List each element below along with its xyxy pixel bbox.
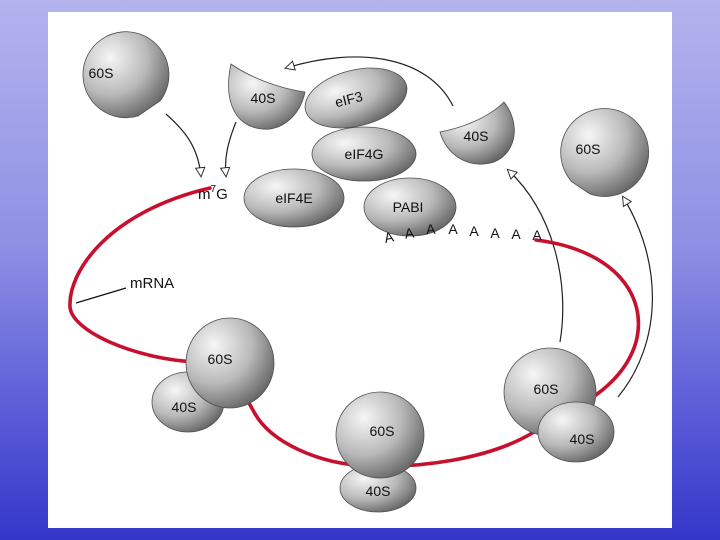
ribosome-40s-shape: [439, 101, 515, 165]
ribosome-40s-label: 40S: [570, 431, 595, 447]
ribosome-60s-free-right: 60S: [560, 108, 649, 197]
ribosome-40s-label: 40S: [172, 399, 197, 415]
poly-a-letter: A: [425, 221, 436, 238]
cap-g: G: [216, 186, 228, 203]
ribosome-40s-shape: [228, 63, 306, 130]
ribosome-40s-label: 40S: [464, 128, 489, 144]
eif4e-label: eIF4E: [275, 190, 312, 206]
ribosome-60s-free-left: 60S: [82, 31, 170, 119]
eif4g-label: eIF4G: [345, 146, 384, 162]
translation-cycle-diagram: 60S 40S eIF3 eIF4G eIF4E PABI 40S 60S m7…: [68, 31, 653, 513]
ribosome-40s-free-right: 40S: [439, 101, 515, 165]
ribosome-60s-shape: [82, 31, 170, 119]
pabi-protein: PABI: [363, 177, 457, 237]
poly-a-letter: A: [511, 226, 521, 242]
arrow-40s-to-cap: [225, 121, 237, 176]
arrow-60s-recycle: [617, 197, 653, 398]
poly-a-letter: A: [448, 221, 458, 237]
cap-label: m7G: [198, 184, 228, 203]
ribosome-60s-shape: [560, 108, 649, 197]
ribosome-40s-label: 40S: [251, 90, 276, 106]
eif4g-shape: [311, 126, 417, 182]
ribosome-on-mrna-left: 60S 40S: [151, 317, 275, 433]
cap-m: m: [198, 186, 211, 203]
eif3-protein: eIF3: [304, 67, 408, 129]
svg-text:m7G: m7G: [198, 184, 228, 203]
poly-a-letter: A: [490, 225, 500, 241]
poly-a-letter: A: [469, 223, 479, 239]
ribosome-40s-free-left: 40S: [228, 63, 306, 130]
eif4e-protein: eIF4E: [243, 168, 345, 228]
poly-a-letter: A: [383, 228, 396, 246]
ribosome-60s-label: 60S: [370, 423, 395, 439]
ribosome-60s-label: 60S: [208, 351, 233, 367]
ribosome-60s-subunit: [185, 317, 275, 409]
eif4e-shape: [243, 168, 345, 228]
eif4g-protein: eIF4G: [311, 126, 417, 182]
mrna-strand: [68, 186, 641, 469]
mrna-pointer-line: [75, 287, 127, 304]
poly-a-letter: A: [532, 227, 542, 243]
ribosome-60s-subunit: [335, 391, 425, 479]
mrna-label: mRNA: [130, 275, 174, 292]
arrow-40s-recycle: [508, 170, 564, 343]
poly-a-letter: A: [404, 224, 416, 241]
ribosome-60s-label: 60S: [89, 65, 114, 81]
pabi-label: PABI: [393, 199, 424, 215]
cap-superscript: 7: [211, 184, 217, 195]
pabi-shape: [363, 177, 457, 237]
poly-a-tail: A A A A A A A A: [383, 221, 543, 246]
diagram-panel: 60S 40S eIF3 eIF4G eIF4E PABI 40S 60S m7…: [48, 12, 672, 528]
recycling-arrows: [165, 56, 653, 398]
ribosome-40s-label: 40S: [366, 483, 391, 499]
arrow-60s-to-cap: [165, 113, 201, 176]
ribosome-on-mrna-bottom: 60S 40S: [335, 391, 425, 513]
arrow-40s-to-eif3: [286, 56, 454, 107]
eif3-label: eIF3: [333, 88, 364, 110]
ribosome-60s-label: 60S: [534, 381, 559, 397]
eif3-shape: [304, 67, 408, 129]
ribosome-60s-label: 60S: [576, 141, 601, 157]
ribosome-40s-subunit: [537, 401, 615, 463]
ribosome-on-mrna-right: 60S 40S: [503, 347, 615, 463]
